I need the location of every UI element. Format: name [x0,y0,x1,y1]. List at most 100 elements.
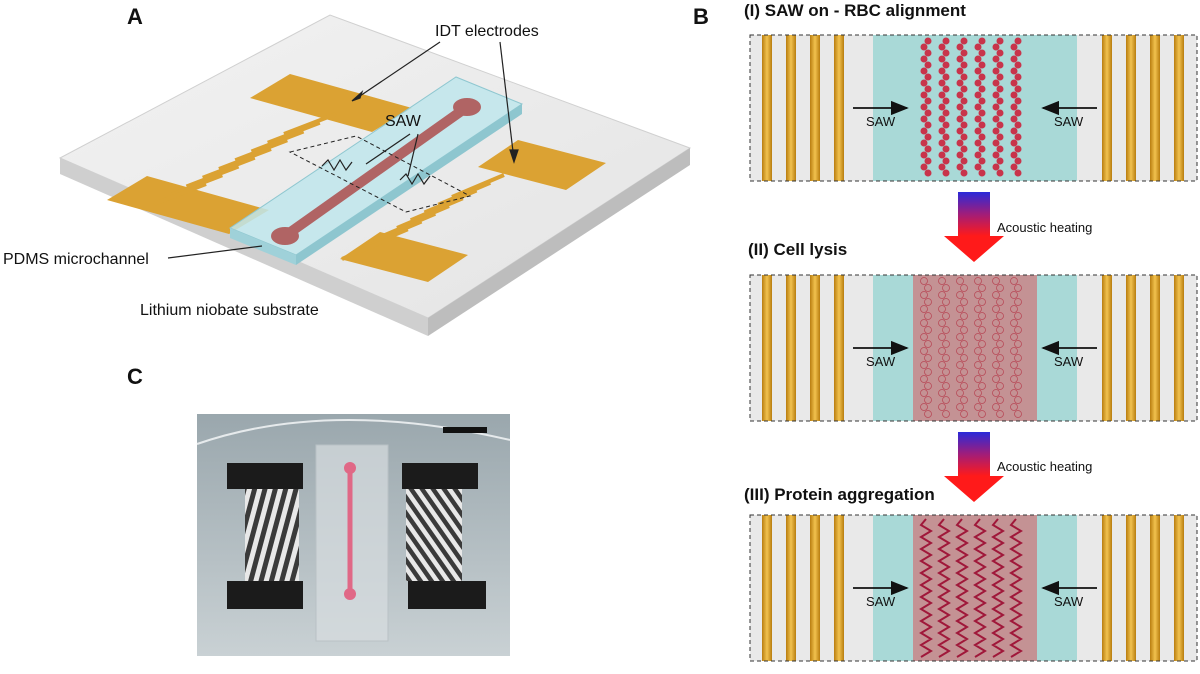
lysed-cell [996,410,1004,418]
protein-aggregate [1009,518,1023,658]
rbc [974,139,982,147]
rbc [1014,85,1022,93]
lysed-cell [974,277,982,285]
rbc [996,61,1004,69]
rbc [1014,157,1022,165]
lysed-cell [938,389,946,397]
rbc [996,133,1004,141]
lysed-cell [920,389,928,397]
lysed-cell [978,284,986,292]
lysed-cell [978,298,986,306]
panel-a-letter: A [127,4,143,29]
rbc [1014,73,1022,81]
heating-arrow-1 [944,192,1004,262]
lysed-cell [960,396,968,404]
rbc [978,37,986,45]
lysed-cell [992,389,1000,397]
rbc [960,133,968,141]
lysed-cell [924,410,932,418]
lysed-cell [960,312,968,320]
lysed-cell [1014,340,1022,348]
rbc [920,163,928,171]
inlet [271,227,299,245]
lysed-cell [1014,326,1022,334]
electrode-bar [762,35,772,181]
rbc [924,37,932,45]
lysed-cell [938,361,946,369]
idt-leader-left [353,41,441,101]
stage-border [749,514,1198,662]
rbc [956,127,964,135]
rbc [942,109,950,117]
rbc [992,151,1000,159]
lysed-cell [992,305,1000,313]
lysed-cell [974,347,982,355]
substrate-label: Lithium niobate substrate [140,302,319,319]
rbc [996,49,1004,57]
lysed-cell [1014,396,1022,404]
rbc [938,43,946,51]
lysed-cell [956,403,964,411]
rbc [992,91,1000,99]
photo-right-fringes [406,489,462,581]
rbc [924,157,932,165]
rbc [992,163,1000,171]
lysed-cell [996,368,1004,376]
lysed-cell [974,305,982,313]
lysed-cell [956,347,964,355]
lysed-cell [1010,319,1018,327]
rbc [960,73,968,81]
lysed-cell [996,396,1004,404]
protein-aggregate [991,518,1005,658]
rbc [960,109,968,117]
lysed-cell [956,333,964,341]
stage-1-title: (I) SAW on - RBC alignment [744,1,966,20]
lysed-cell [996,298,1004,306]
saw-label-a: SAW [385,113,421,130]
electrode-bar [762,515,772,661]
rbc [942,73,950,81]
electrode-bar [1126,35,1136,181]
electrode-bar [1150,275,1160,421]
lysed-cell [996,340,1004,348]
lysed-cell [942,284,950,292]
rbc [1010,67,1018,75]
lysed-cell [992,291,1000,299]
lysed-cell [942,382,950,390]
idt-finger [267,120,321,145]
lysed-cell [956,319,964,327]
rbc [1010,79,1018,87]
saw-leader-2 [407,133,419,177]
electrode-bar [1174,275,1184,421]
rbc [978,121,986,129]
rbc [992,79,1000,87]
lysed-cell [974,403,982,411]
lysed-cell [1014,312,1022,320]
lysed-cell [942,396,950,404]
rbc [978,109,986,117]
lysed-cell [1010,277,1018,285]
electrode-bar [1174,515,1184,661]
transition-2-label: Acoustic heating [997,459,1093,474]
lysed-cell [938,291,946,299]
right-pad-top [478,140,606,190]
rbc [992,55,1000,63]
electrode-bar [1102,515,1112,661]
lysed-cell [996,354,1004,362]
lysed-cell [1010,375,1018,383]
device-schematic [58,14,692,336]
rbc [978,157,986,165]
rbc [996,169,1004,177]
lysed-cell [992,403,1000,411]
lysed-cell [942,340,950,348]
rbc [996,121,1004,129]
rbc [942,133,950,141]
heating-arrow-2 [944,432,1004,502]
lysed-cell [920,347,928,355]
saw-wave-right [399,172,431,186]
stage-2-diagram [749,274,1198,422]
rbc [960,169,968,177]
lysed-cell [992,347,1000,355]
rbc [924,121,932,129]
rbc [924,145,932,153]
